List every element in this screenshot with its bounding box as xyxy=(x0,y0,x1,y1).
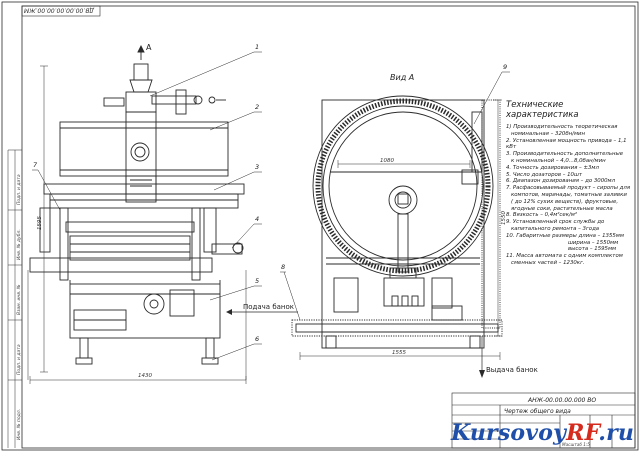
feed-arrow: Подача банок xyxy=(226,303,298,315)
strip-label: Инв. № дубл. xyxy=(16,229,22,260)
callout-7: 7 xyxy=(33,161,38,169)
spec-line: 4. Точность дозирования – ±3мл xyxy=(506,164,599,171)
front-view xyxy=(29,44,245,365)
specs-heading: Технические характеристика xyxy=(506,100,579,120)
watermark-tail: .ru xyxy=(598,420,635,446)
spec-line: ( до 12% сухих веществ), фруктовые, xyxy=(511,198,619,205)
spec-line: высота – 1595мм xyxy=(568,246,617,253)
spec-line: ширина – 1550мм xyxy=(568,239,619,246)
feed-label: Подача банок xyxy=(243,303,294,311)
strip-label: Взам. инв. № xyxy=(16,284,22,315)
section-mark-a: А xyxy=(146,43,152,52)
spec-line: сменных частей – 1230кг. xyxy=(511,259,585,266)
title-name: Чертеж общего вида xyxy=(504,408,571,415)
callout-6: 6 xyxy=(255,335,259,343)
front-dim-width: 1430 xyxy=(138,373,152,379)
spec-line: к номинальной – 4,0...8,0бан/мин xyxy=(511,157,606,164)
front-dim-height: 1595 xyxy=(37,216,43,230)
spec-line: 7. Расфасовываемый продукт – сиропы для xyxy=(506,185,631,192)
callout-9: 9 xyxy=(503,63,507,71)
spec-line: 10. Габаритные размеры длина – 1355мм xyxy=(506,232,624,239)
strip-label: Подп. и дата xyxy=(16,174,22,205)
spec-line: номинальная – 320бн/мин xyxy=(511,130,586,137)
side-dim-height: 1550 xyxy=(501,211,507,225)
callout-5: 5 xyxy=(255,277,259,285)
spec-line: 3. Производительность дополнительные xyxy=(506,151,624,158)
spec-line: капитального ремонта – 3года xyxy=(511,225,600,232)
left-strip xyxy=(7,149,22,448)
side-view xyxy=(291,95,503,349)
exit-label: Выдача банок xyxy=(486,366,538,374)
spec-line: компотов, маринады, томатные заливки xyxy=(511,191,627,198)
top-stamp: ДВ.00.00.00.00.00.ЖМ xyxy=(21,5,101,17)
title-block xyxy=(451,392,636,449)
top-stamp-text: ДВ.00.00.00.00.00.ЖМ xyxy=(23,7,95,14)
callout-2: 2 xyxy=(255,103,259,111)
callout-3: 3 xyxy=(255,163,259,171)
callout-8: 8 xyxy=(281,263,285,271)
exit-arrow: Выдача банок xyxy=(479,336,538,378)
title-scale: Масштаб 1:5 xyxy=(562,442,590,447)
strip-label: Подп. и дата xyxy=(16,344,22,375)
spec-line: 6. Диапазон дозирования – до 3000мл xyxy=(506,178,616,185)
title-code: АНЖ-00.00.00.000 ВО xyxy=(527,397,596,404)
callout-4: 4 xyxy=(255,215,259,223)
spec-line: 5. Число дозаторов – 10шт xyxy=(506,171,583,178)
spec-line: 9. Установленный срок службы до xyxy=(506,219,605,226)
tech-specs: Технические характеристика 1) Производит… xyxy=(506,100,634,267)
side-dim-width: 1555 xyxy=(392,350,406,356)
spec-line: 2. Установленная мощность привода – 1,1 … xyxy=(506,137,627,151)
watermark-main: Kursovoy xyxy=(451,420,567,446)
side-dim-inner: 1080 xyxy=(380,158,394,164)
spec-line: 1) Производительность теоретическая xyxy=(506,124,618,130)
watermark-accent: RF xyxy=(566,420,599,446)
side-view-title: Вид А xyxy=(390,73,414,82)
spec-line: ягодные соки, растительные масла xyxy=(511,205,613,212)
strip-label: Инв. № подл. xyxy=(16,409,22,440)
callout-1: 1 xyxy=(255,43,259,51)
spec-line: 11. Масса автомата с одним комплектом xyxy=(506,253,623,260)
spec-line: 8. Вязкость – 0,4м²сек/м² xyxy=(506,212,578,219)
watermark: KursovoyRF.ru xyxy=(451,420,634,446)
